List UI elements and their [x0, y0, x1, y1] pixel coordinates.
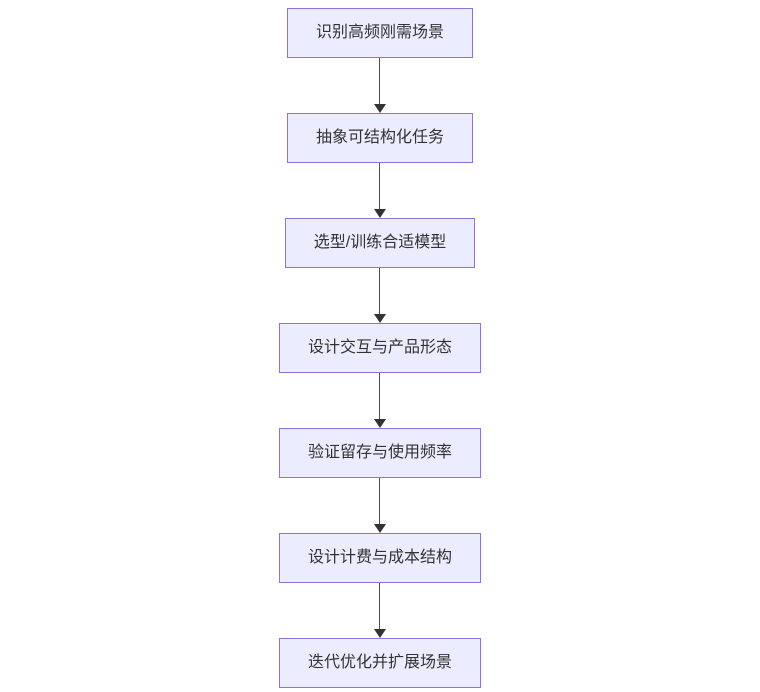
flow-node-label: 设计交互与产品形态	[307, 339, 452, 356]
arrow-connector-2	[373, 163, 386, 218]
arrowhead-down-icon	[373, 629, 386, 638]
arrow-line	[379, 163, 381, 209]
arrowhead-down-icon	[373, 419, 386, 428]
flow-node-identify-scenarios: 识别高频刚需场景	[286, 8, 473, 58]
flow-node-validate-retention: 验证留存与使用频率	[278, 428, 481, 478]
arrowhead-down-icon	[373, 209, 386, 218]
flow-node-design-interaction: 设计交互与产品形态	[278, 323, 481, 373]
arrow-connector-5	[373, 478, 386, 533]
arrow-line	[379, 58, 381, 104]
arrow-line	[379, 583, 381, 629]
arrow-line	[379, 268, 381, 314]
arrow-line	[379, 373, 381, 419]
arrow-connector-1	[373, 58, 386, 113]
arrow-connector-6	[373, 583, 386, 638]
arrowhead-down-icon	[373, 524, 386, 533]
flow-node-select-train-model: 选型/训练合适模型	[284, 218, 476, 268]
arrow-connector-4	[373, 373, 386, 428]
flow-node-design-pricing: 设计计费与成本结构	[278, 533, 481, 583]
flow-node-iterate-expand: 迭代优化并扩展场景	[278, 638, 481, 688]
arrow-connector-3	[373, 268, 386, 323]
arrowhead-down-icon	[373, 104, 386, 113]
flow-column: 识别高频刚需场景 抽象可结构化任务 选型/训练合适模型 设计交互与产品形态	[278, 8, 481, 688]
arrow-line	[379, 478, 381, 524]
flow-node-label: 设计计费与成本结构	[307, 549, 452, 566]
flow-node-label: 选型/训练合适模型	[313, 234, 447, 251]
flow-node-label: 抽象可结构化任务	[315, 129, 444, 146]
flow-node-label: 识别高频刚需场景	[315, 24, 444, 41]
flow-node-abstract-tasks: 抽象可结构化任务	[286, 113, 473, 163]
arrowhead-down-icon	[373, 314, 386, 323]
flow-node-label: 验证留存与使用频率	[307, 444, 452, 461]
flow-node-label: 迭代优化并扩展场景	[307, 654, 452, 671]
